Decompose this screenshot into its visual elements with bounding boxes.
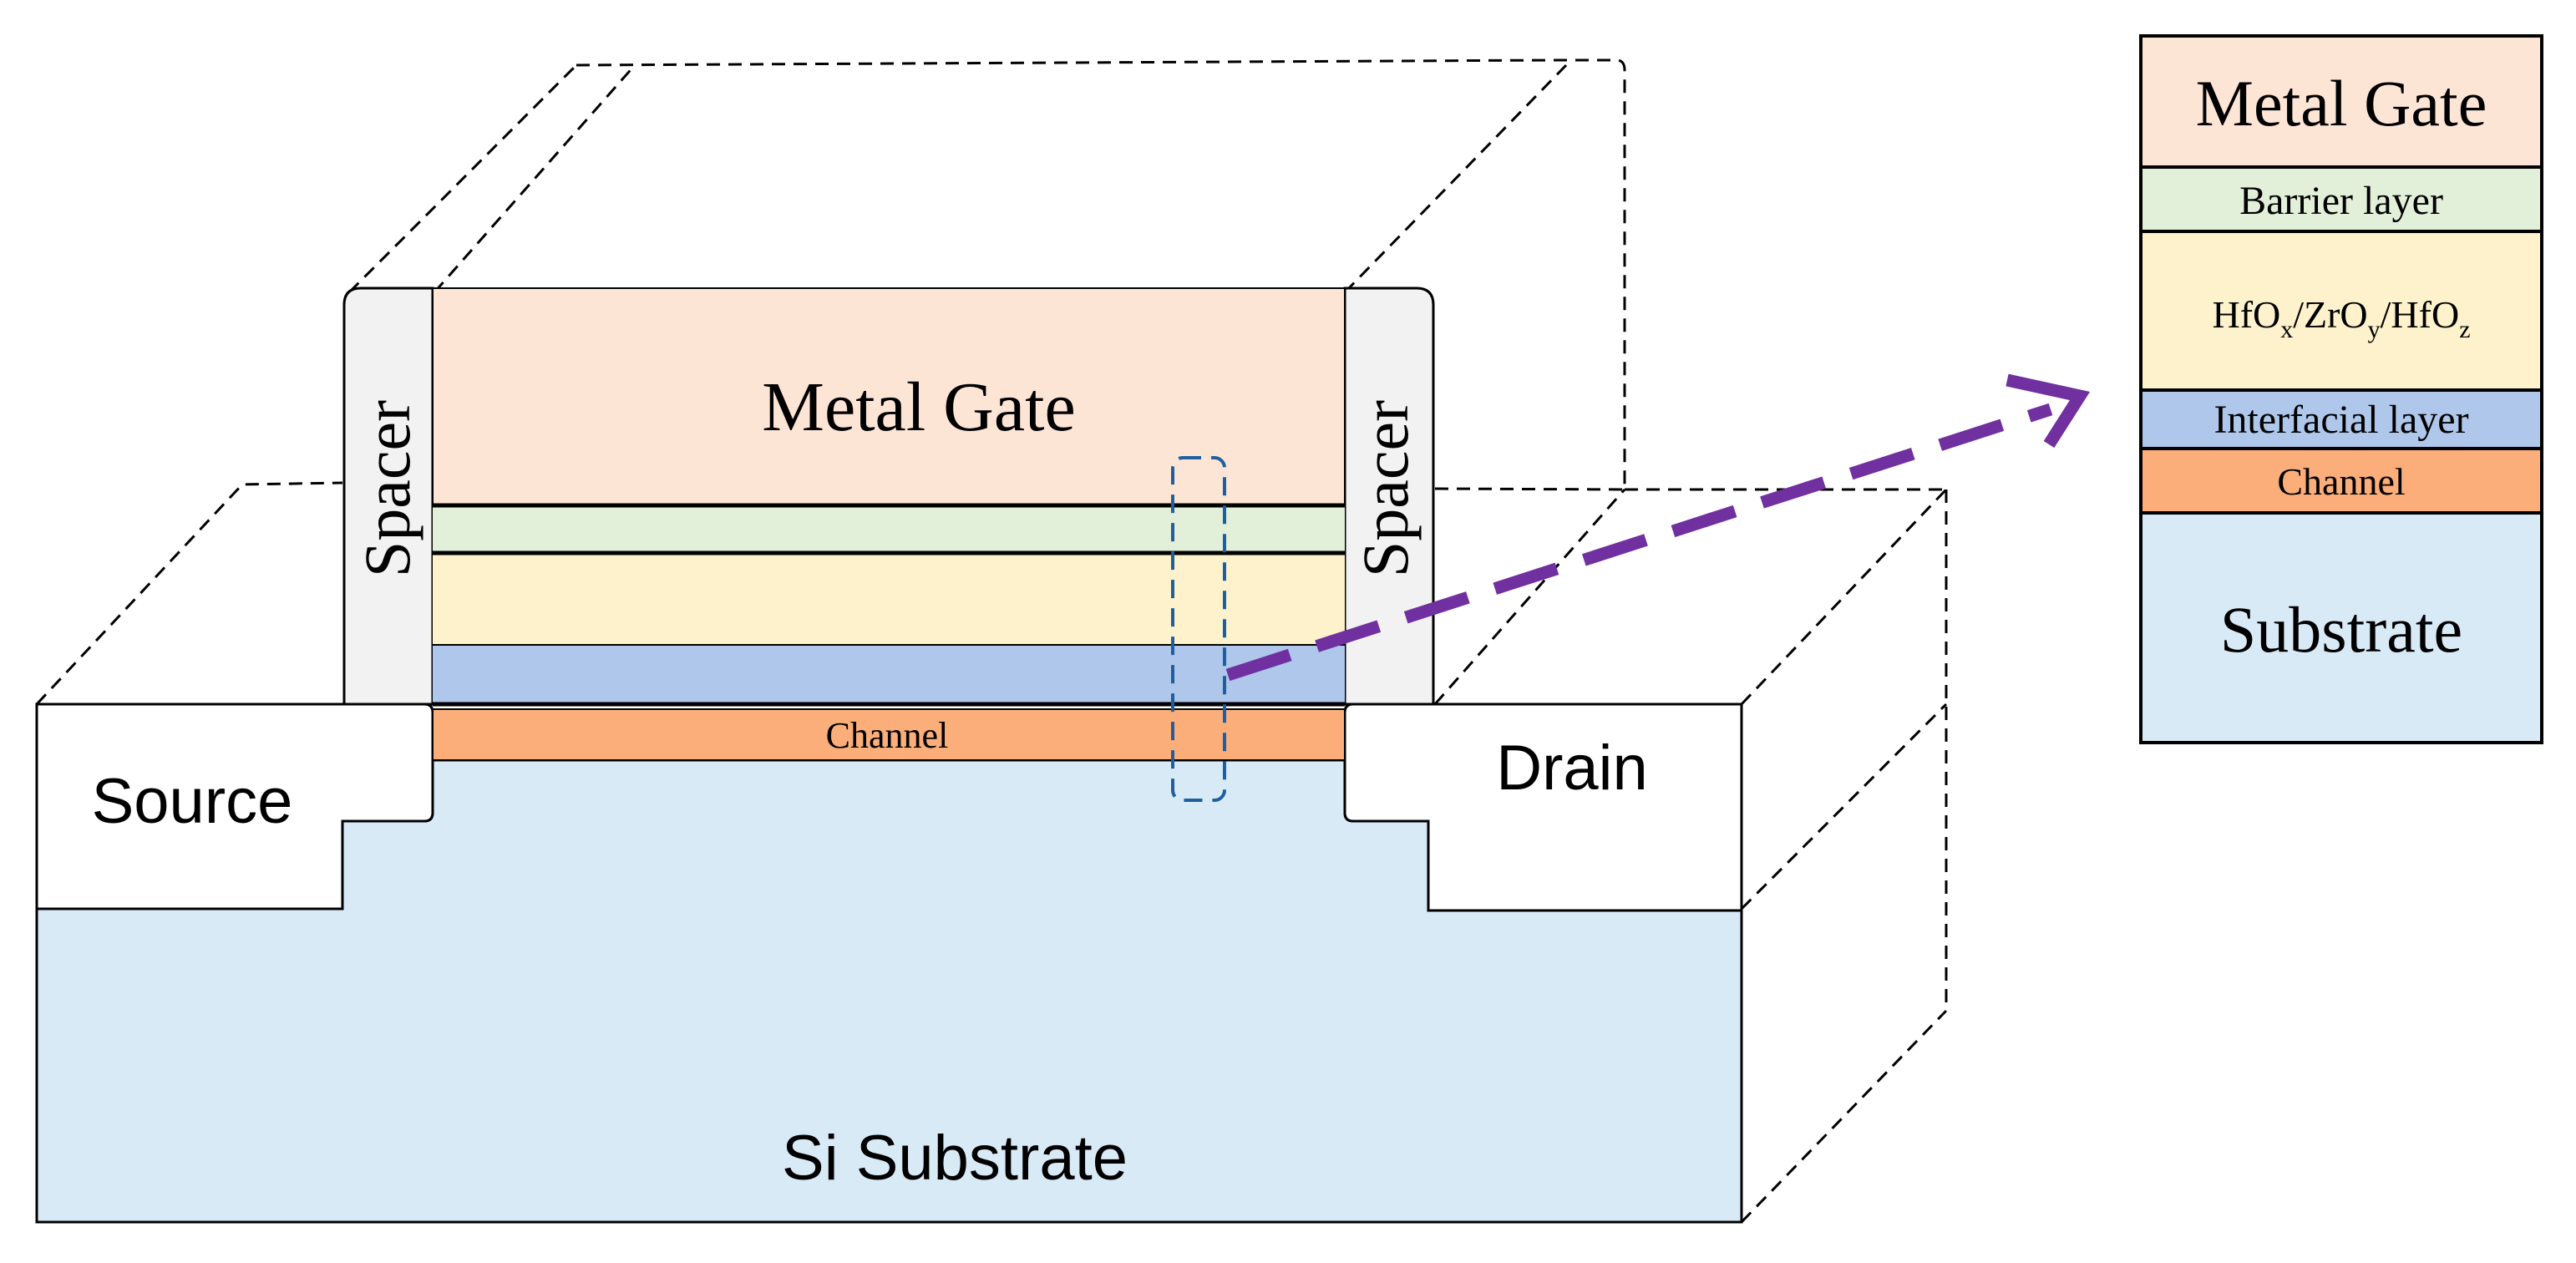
- channel-layer: [432, 708, 1346, 761]
- dashed-arrow-icon: [1225, 373, 2091, 682]
- stack-channel-label: Channel: [2277, 460, 2405, 503]
- stack-substrate-label: Substrate: [2220, 593, 2462, 666]
- barrier-layer: [433, 505, 1345, 553]
- stack-channel: [2139, 447, 2543, 515]
- stack-metal-gate-label: Metal Gate: [2196, 67, 2487, 139]
- hfo-stack-layer: [433, 553, 1345, 645]
- stack-hfo-label: HfOx/ZrOy/HfOz: [2212, 293, 2470, 343]
- stack-metal-gate: [2139, 34, 2543, 169]
- stack-interfacial: [2139, 388, 2543, 450]
- interfacial-layer: [433, 645, 1345, 704]
- stack-interfacial-label: Interfacial layer: [2213, 398, 2468, 442]
- spacer-left: [342, 287, 434, 706]
- stack-barrier: [2139, 165, 2543, 233]
- channel-label: Channel: [826, 715, 949, 756]
- drain-label: Drain: [1496, 733, 1648, 804]
- stack-barrier-label: Barrier layer: [2239, 179, 2443, 223]
- spacer-right-label: Spacer: [1349, 400, 1422, 577]
- gate-label: Metal Gate: [762, 368, 1076, 446]
- spacer-right: [1343, 287, 1435, 706]
- spacer-left-label: Spacer: [351, 400, 423, 577]
- drain-region: [1343, 703, 1743, 912]
- metal-gate-layer: [432, 287, 1346, 506]
- stack-substrate: [2139, 511, 2543, 744]
- substrate-label: Si Substrate: [782, 1123, 1128, 1194]
- zoom-region-outline: [1171, 456, 1226, 802]
- layer-stack-legend: Metal Gate Barrier layer HfOx/ZrOy/HfOz …: [2139, 34, 2543, 744]
- stack-hfo: [2139, 230, 2543, 392]
- source-label: Source: [92, 766, 293, 837]
